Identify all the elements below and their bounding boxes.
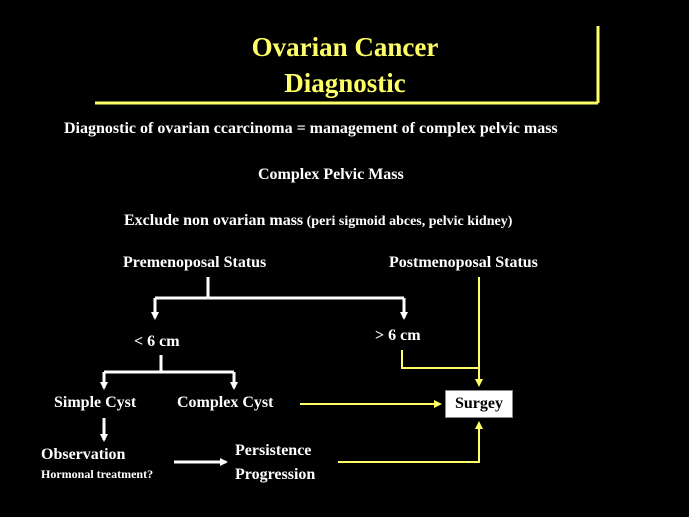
node-complex-cyst: Complex Cyst bbox=[177, 394, 274, 411]
node-progression: Progression bbox=[235, 466, 316, 483]
node-surgery: Surgey bbox=[445, 390, 513, 418]
node-observation: Observation bbox=[41, 446, 126, 463]
node-exclude-non-ovarian: Exclude non ovarian mass (peri sigmoid a… bbox=[124, 212, 512, 230]
slide-title-line2: Diagnostic bbox=[284, 68, 406, 98]
node-lt-6cm: < 6 cm bbox=[134, 333, 180, 350]
slide-title-line1: Ovarian Cancer bbox=[251, 32, 439, 62]
arrow-persistence-to-surgery bbox=[338, 421, 483, 463]
slide-subtitle: Diagnostic of ovarian ccarcinoma = manag… bbox=[64, 120, 558, 137]
node-hormonal-treatment: Hormonal treatment? bbox=[41, 467, 154, 481]
path-gt6-to-surgery bbox=[401, 350, 479, 369]
node-gt-6cm: > 6 cm bbox=[375, 327, 421, 344]
node-postmenopausal: Postmenoposal Status bbox=[389, 254, 538, 271]
node-complex-pelvic-mass: Complex Pelvic Mass bbox=[258, 166, 404, 183]
node-simple-cyst: Simple Cyst bbox=[54, 394, 137, 411]
node-persistence: Persistence bbox=[235, 442, 312, 459]
exclude-detail-text: (peri sigmoid abces, pelvic kidney) bbox=[303, 214, 513, 229]
node-premenopausal: Premenoposal Status bbox=[123, 254, 267, 271]
exclude-main-text: Exclude non ovarian mass bbox=[124, 212, 304, 229]
